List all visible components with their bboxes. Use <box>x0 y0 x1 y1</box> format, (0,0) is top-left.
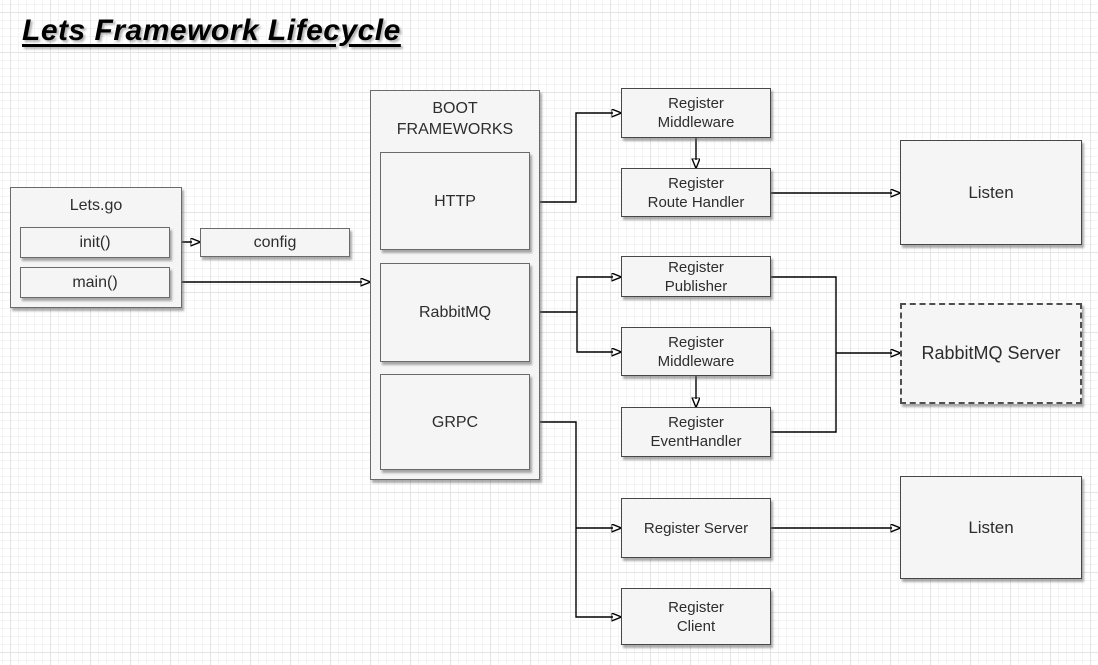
node-register-route-handler[interactable]: Register Route Handler <box>621 168 771 217</box>
node-http-label: HTTP <box>434 192 476 210</box>
node-rabbitmq-server[interactable]: RabbitMQ Server <box>900 303 1082 404</box>
edge-grpc-register-client <box>530 421 613 617</box>
node-grpc-label: GRPC <box>431 413 479 431</box>
node-register-eventhandler[interactable]: Register EventHandler <box>621 407 771 457</box>
node-register-client-label: Register Client <box>668 598 724 635</box>
node-listen-grpc[interactable]: Listen <box>900 476 1082 579</box>
edge-rabbitmq-register-publisher <box>576 277 613 312</box>
node-http[interactable]: HTTP <box>380 152 530 250</box>
node-main-label: main() <box>72 274 118 291</box>
node-init-label: init() <box>79 234 111 251</box>
node-config[interactable]: config <box>200 228 350 257</box>
node-listen-http[interactable]: Listen <box>900 140 1082 245</box>
node-register-middleware-http[interactable]: Register Middleware <box>621 88 771 138</box>
node-register-server[interactable]: Register Server <box>621 498 771 558</box>
node-register-middleware-rabbitmq-label: Register Middleware <box>657 333 735 370</box>
node-rabbitmq-server-label: RabbitMQ Server <box>921 343 1061 363</box>
node-register-eventhandler-label: Register EventHandler <box>650 414 742 450</box>
node-main[interactable]: main() <box>20 267 170 298</box>
edge-publisher-eventhandler-merge <box>771 276 837 433</box>
node-rabbitmq[interactable]: RabbitMQ <box>380 263 530 362</box>
node-init[interactable]: init() <box>20 227 170 258</box>
node-register-route-handler-label: Register Route Handler <box>647 174 745 211</box>
node-config-label: config <box>253 234 297 251</box>
node-register-middleware-http-label: Register Middleware <box>657 95 735 131</box>
edge-rabbitmq-register-middleware <box>576 312 613 352</box>
node-lets-go-label: Lets.go <box>69 197 123 214</box>
node-grpc[interactable]: GRPC <box>380 374 530 470</box>
node-boot-frameworks-label: BOOT FRAMEWORKS <box>396 100 514 138</box>
node-listen-grpc-label: Listen <box>968 518 1014 537</box>
node-register-publisher[interactable]: Register Publisher <box>621 256 771 297</box>
node-register-publisher-label: Register Publisher <box>664 258 728 295</box>
node-register-server-label: Register Server <box>643 519 749 537</box>
edge-http-register-middleware <box>530 113 613 203</box>
node-listen-http-label: Listen <box>968 183 1014 202</box>
node-register-client[interactable]: Register Client <box>621 588 771 645</box>
node-register-middleware-rabbitmq[interactable]: Register Middleware <box>621 327 771 376</box>
node-rabbitmq-label: RabbitMQ <box>418 304 492 321</box>
diagram-title[interactable]: Lets Framework Lifecycle <box>22 14 401 47</box>
